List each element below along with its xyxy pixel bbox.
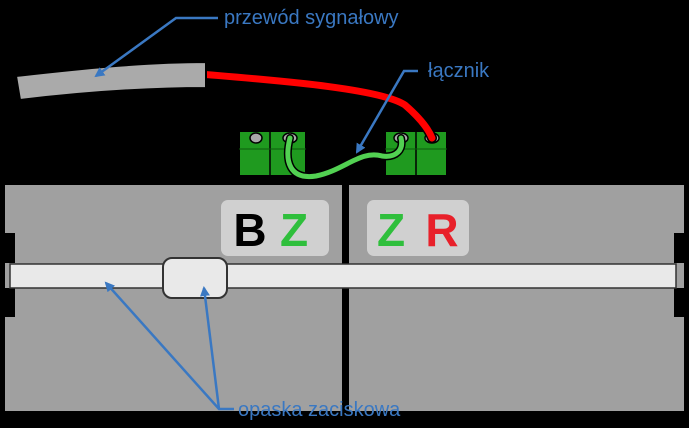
arrow-icon (355, 69, 418, 154)
arrow-icon (94, 16, 218, 78)
left-block-letter-z: Z (280, 204, 308, 256)
screw-icon (249, 132, 263, 144)
left-block-letter-b: B (233, 204, 266, 256)
right-block-badge (367, 200, 469, 256)
signal-wire-red-core (196, 70, 436, 142)
cable-tie-band (9, 263, 677, 289)
label-cable-tie: opaska zaciskowa (238, 399, 401, 421)
label-signal-wire: przewód sygnałowy (224, 7, 399, 29)
right-block-letter-z: Z (377, 204, 405, 256)
left-block-badge (221, 200, 329, 256)
label-connector: łącznik (428, 60, 490, 82)
jumper-wire-core (285, 135, 405, 180)
cable-tie-head (162, 257, 228, 299)
right-block-letter-r: R (425, 204, 458, 256)
arrow-icon (200, 286, 221, 410)
signal-cable (14, 60, 207, 102)
